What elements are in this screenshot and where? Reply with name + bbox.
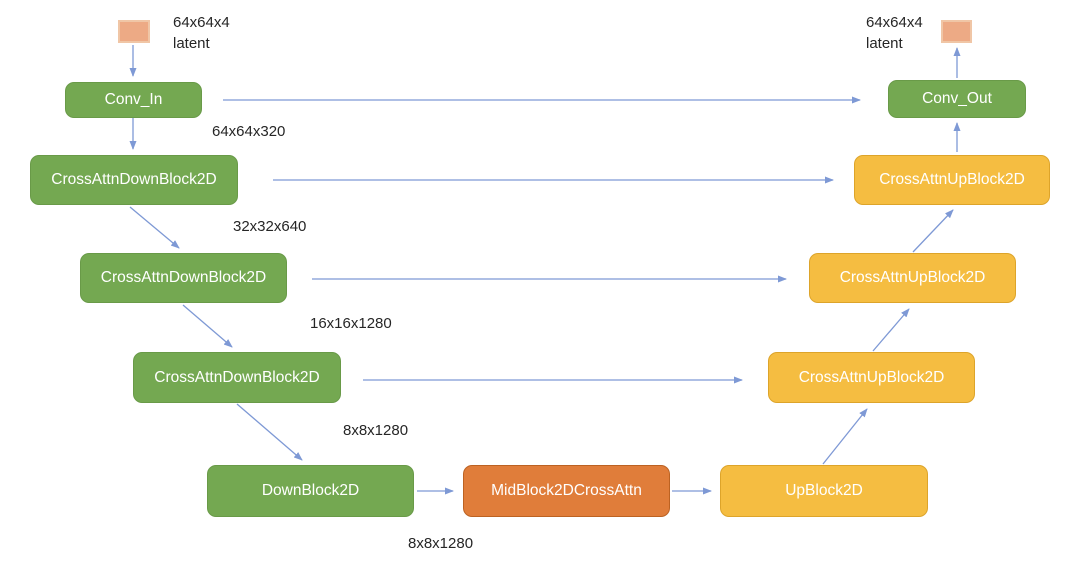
cross-attn-up-block-2: CrossAttnUpBlock2D [809, 253, 1016, 303]
arrow-down2-to-down3 [182, 304, 233, 348]
latent-input-tensor [118, 20, 150, 43]
latent-input-dims: 64x64x4 [173, 14, 230, 31]
latent-output-label: 64x64x4 latent [866, 12, 923, 54]
latent-input-label: 64x64x4 latent [173, 12, 230, 54]
feature-dim-after-conv-in: 64x64x320 [212, 123, 286, 140]
feature-dim-after-down3: 8x8x1280 [343, 422, 409, 439]
mid-block-2d-cross-attn: MidBlock2DCrossAttn [463, 465, 670, 517]
arrow-up2-to-up3 [872, 308, 910, 352]
arrow-up3-to-up4 [912, 209, 954, 253]
down-block-2d: DownBlock2D [207, 465, 414, 517]
latent-output-tensor [941, 20, 972, 43]
conv-out-block: Conv_Out [888, 80, 1026, 118]
latent-output-dims: 64x64x4 [866, 14, 923, 31]
up-block-2d: UpBlock2D [720, 465, 928, 517]
arrow-down1-to-down2 [129, 206, 180, 249]
feature-dim-after-down1: 32x32x640 [233, 218, 307, 235]
cross-attn-down-block-2: CrossAttnDownBlock2D [80, 253, 287, 303]
feature-dim-after-down4: 8x8x1280 [408, 535, 474, 552]
arrow-down3-to-down4 [236, 403, 303, 461]
latent-output-name: latent [866, 35, 903, 52]
latent-input-name: latent [173, 35, 210, 52]
conv-in-block: Conv_In [65, 82, 202, 118]
arrow-up1-to-up2 [822, 408, 868, 465]
cross-attn-down-block-1: CrossAttnDownBlock2D [30, 155, 238, 205]
cross-attn-up-block-1: CrossAttnUpBlock2D [768, 352, 975, 403]
cross-attn-up-block-3: CrossAttnUpBlock2D [854, 155, 1050, 205]
feature-dim-after-down2: 16x16x1280 [310, 315, 392, 332]
cross-attn-down-block-3: CrossAttnDownBlock2D [133, 352, 341, 403]
